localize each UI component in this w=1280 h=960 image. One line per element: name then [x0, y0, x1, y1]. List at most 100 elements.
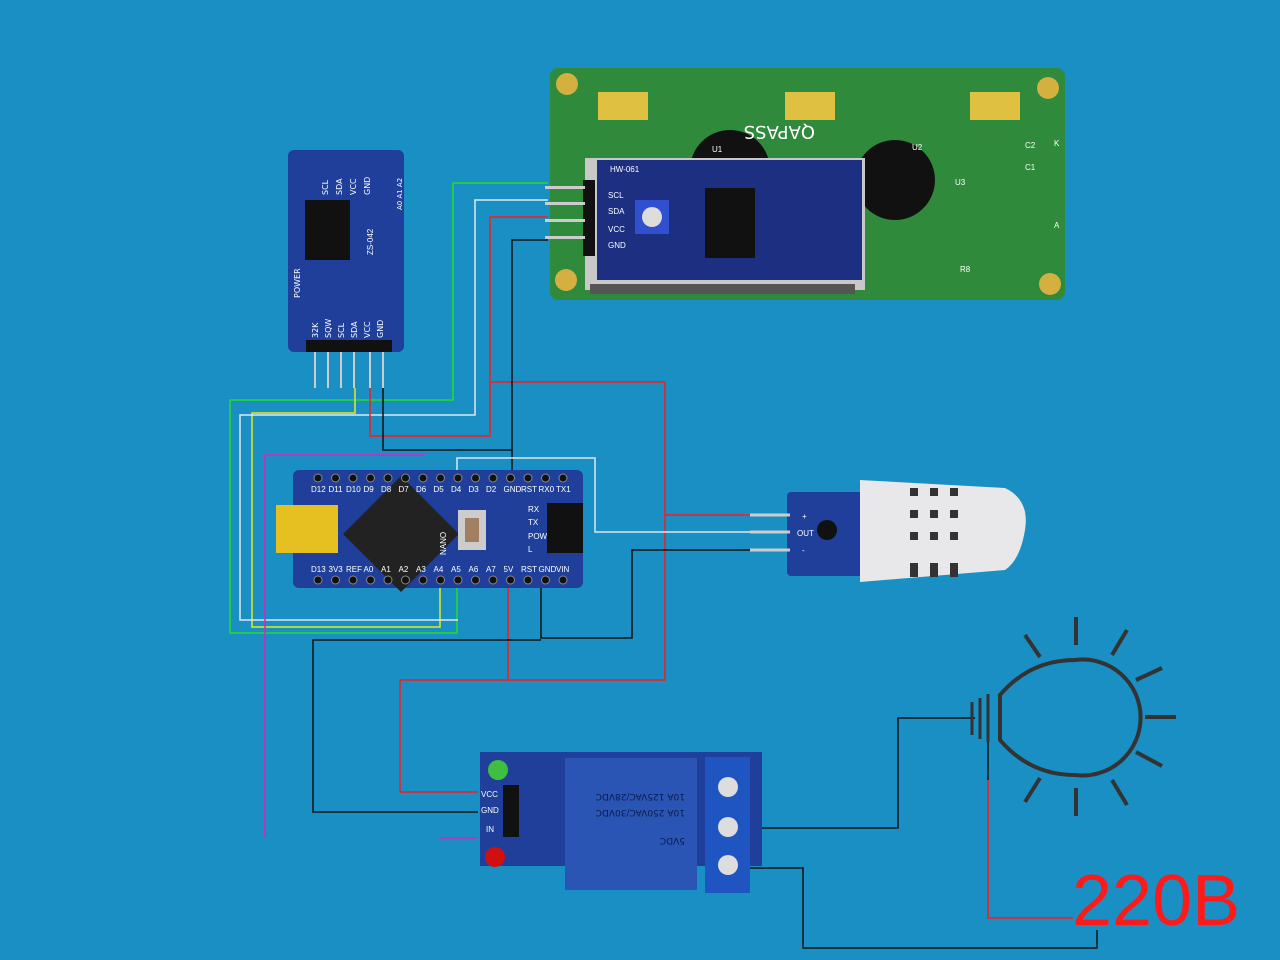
wire-red-vcc	[369, 381, 666, 681]
nano-pin-label: TX1	[556, 485, 571, 494]
lcd-brand: QAPASS	[744, 121, 815, 142]
nano-pin	[541, 473, 550, 483]
nano-pin-label: A3	[416, 565, 426, 574]
lcd-adapter-label: HW-061	[610, 165, 640, 174]
rtc-pin: SQW	[324, 319, 333, 338]
nano-pin-label: D13	[311, 565, 326, 574]
nano-pin-label: RST	[521, 565, 537, 574]
nano-pin	[348, 473, 358, 483]
nano-pin	[313, 575, 323, 585]
nano-pin	[383, 575, 393, 585]
wire-black-relay	[312, 639, 541, 813]
nano-pin-label: VIN	[556, 565, 570, 574]
nano-pin-label: GND	[539, 565, 557, 574]
nano-pin	[506, 575, 515, 585]
nano-pin	[383, 473, 393, 483]
nano-pin-label: GND	[504, 485, 522, 494]
rtc-pin: VCC	[363, 321, 372, 338]
nano-pin-label: D3	[469, 485, 480, 494]
nano-pin-label: D7	[399, 485, 410, 494]
rtc-name: ZS-042	[366, 228, 375, 255]
lcd-label: U1	[712, 145, 723, 154]
lcd-label: R8	[960, 265, 971, 274]
nano-pin-label: D12	[311, 485, 326, 494]
nano-pin	[436, 473, 445, 483]
wire-magenta-in	[264, 454, 425, 838]
wire-mains-2	[987, 780, 1073, 919]
rtc-module: ZS-042 SCL SDA VCC GND A0 A1 A2 POWER 32…	[288, 150, 404, 388]
nano-pin	[401, 473, 410, 483]
lcd-pin-sda: SDA	[608, 207, 625, 216]
nano-pin-label: A1	[381, 565, 391, 574]
lcd-label: K	[1054, 139, 1060, 148]
wire-mains-1	[750, 867, 1098, 949]
nano-pin	[488, 473, 498, 483]
rtc-top-pins: SCL SDA VCC GND A0 A1 A2 POWER 32K SQW S…	[293, 177, 404, 338]
nano-pin-label: D10	[346, 485, 361, 494]
wire-white-scl	[239, 199, 548, 621]
rtc-pin: GND	[376, 320, 385, 338]
nano-pin-label: REF	[346, 565, 362, 574]
nano-pin-label: A4	[434, 565, 444, 574]
nano-pin	[558, 473, 568, 483]
nano-pin-label: D11	[329, 485, 344, 494]
nano-pin-label: A2	[399, 565, 409, 574]
nano-pin	[558, 575, 568, 585]
relay-coil: 5VDC	[660, 835, 685, 845]
rtc-pin: SDA	[350, 321, 359, 338]
nano-pin	[331, 473, 340, 483]
nano-pin	[541, 575, 550, 585]
lcd-label: A	[1054, 221, 1060, 230]
nano-pin-label: D2	[486, 485, 497, 494]
dht-pin: +	[802, 512, 807, 521]
nano-pin	[523, 473, 533, 483]
nano-led-label: POW	[528, 532, 548, 541]
rtc-pin: SDA	[335, 178, 344, 195]
nano-pin-label: D4	[451, 485, 462, 494]
nano-pin-label: 3V3	[329, 565, 344, 574]
wire-white-dht	[456, 457, 755, 533]
rtc-pin: SCL	[337, 322, 346, 338]
lcd-pin-gnd: GND	[608, 241, 626, 250]
nano-led-label: L	[528, 545, 533, 554]
lcd-pin-scl: SCL	[608, 191, 624, 200]
nano-pin	[401, 575, 410, 585]
nano-pin	[348, 575, 358, 585]
nano-pin	[523, 575, 533, 585]
nano-pin-label: RST	[521, 485, 537, 494]
wire-red-relay	[399, 679, 508, 793]
light-bulb-icon	[970, 617, 1176, 816]
lcd-pin-vcc: VCC	[608, 225, 625, 234]
dht-pin: OUT	[797, 529, 814, 538]
nano-label: NANO	[439, 532, 448, 555]
relay-pin-vcc: VCC	[481, 790, 498, 799]
nano-pin-label: A0	[364, 565, 374, 574]
nano-pin	[366, 473, 375, 483]
nano-pin-label: D6	[416, 485, 427, 494]
rtc-power: POWER	[293, 268, 302, 298]
nano-pin-label: A7	[486, 565, 496, 574]
lcd-label: U3	[955, 178, 966, 187]
wires	[229, 182, 1098, 949]
nano-pin	[418, 575, 428, 585]
wire-black-gnd	[382, 239, 548, 451]
nano-pin	[453, 575, 463, 585]
nano-pin-label: RX0	[539, 485, 555, 494]
nano-pin-label: D9	[364, 485, 375, 494]
relay-pin-gnd: GND	[481, 806, 499, 815]
nano-led-label: TX	[528, 518, 539, 527]
relay-rating-2: 10A 250VAC/30VDC	[596, 807, 685, 817]
nano-pin	[488, 575, 498, 585]
nano-pin	[436, 575, 445, 585]
rtc-pin: VCC	[349, 178, 358, 195]
lcd-label: C2	[1025, 141, 1036, 150]
nano-pin	[331, 575, 340, 585]
rtc-pin: 32K	[311, 322, 320, 338]
wire-red-lcd	[489, 216, 548, 382]
nano-pin-label: A5	[451, 565, 461, 574]
nano-pin	[471, 473, 480, 483]
